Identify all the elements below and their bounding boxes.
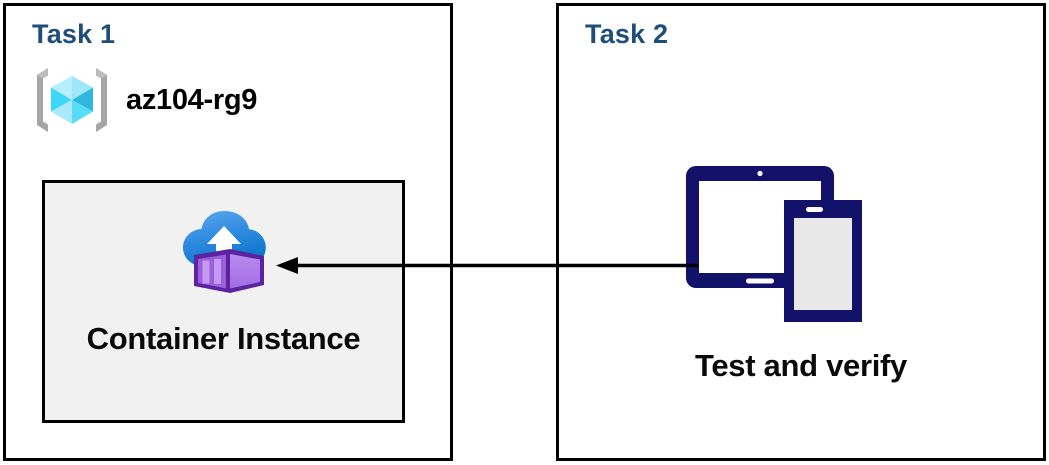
container-instance-card: Container Instance xyxy=(42,180,405,423)
resource-group-row: az104-rg9 xyxy=(32,64,257,136)
azure-resource-group-icon xyxy=(37,68,107,132)
container-instance-label: Container Instance xyxy=(86,321,361,356)
test-and-verify-label: Test and verify xyxy=(694,348,907,383)
task1-title: Task 1 xyxy=(32,19,116,49)
azure-container-instance-icon xyxy=(182,211,266,293)
task2-title: Task 2 xyxy=(585,19,669,49)
task-panel-task1: Task 1 xyxy=(3,3,453,461)
tablet-and-phone-icon xyxy=(686,166,862,322)
resource-group-label: az104-rg9 xyxy=(126,83,258,116)
